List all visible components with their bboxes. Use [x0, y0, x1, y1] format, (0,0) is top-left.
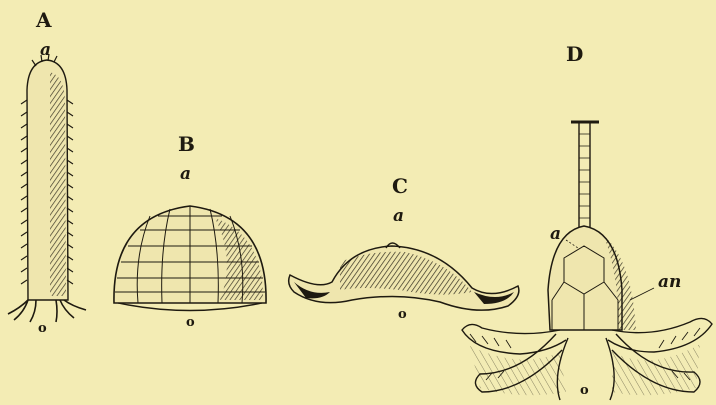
figure-a-oral-processes: [8, 300, 86, 322]
figure-d-stalk: [579, 122, 590, 228]
figure-a-apical-label: a: [40, 42, 51, 59]
figure-d-label: D: [566, 44, 583, 64]
figure-c-label: C: [392, 176, 408, 196]
figure-b-oral-label: o: [186, 316, 195, 329]
figure-a-label: A: [36, 10, 52, 30]
figure-b-label: B: [178, 134, 195, 154]
figure-d-apical-label: a: [550, 226, 561, 243]
figure-d-stalk-segments: [579, 134, 590, 218]
figure-b-oral-rim: [118, 303, 262, 311]
figure-a-cilia-left: [21, 100, 27, 284]
figure-d-oral-label: o: [580, 384, 589, 397]
figure-b-drawing: [114, 206, 266, 311]
figure-c-apical-label: a: [393, 208, 404, 225]
figure-a-oral-label: o: [38, 322, 47, 335]
figure-d-anus-label: an: [658, 274, 681, 291]
figure-b-apical-label: a: [180, 166, 191, 183]
figure-c-oral-label: o: [398, 308, 407, 321]
figure-a-drawing: [8, 54, 86, 322]
figure-c-drawing: [289, 243, 519, 310]
figure-d-anus-leader: [630, 288, 654, 300]
figure-a-shading: [50, 72, 66, 296]
figure-d-drawing: [462, 122, 712, 400]
